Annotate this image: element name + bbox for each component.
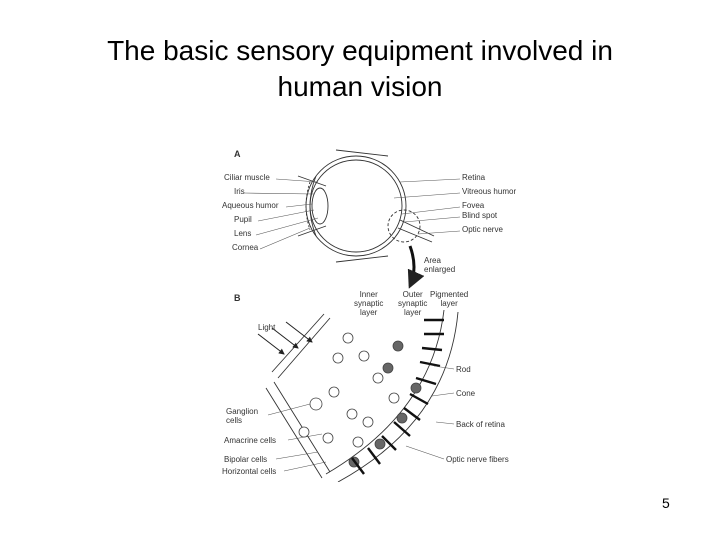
label-optic-nerve-fibers: Optic nerve fibers [446, 455, 509, 464]
label-optic-nerve: Optic nerve [462, 225, 503, 234]
label-aqueous-humor: Aqueous humor [222, 201, 279, 210]
title-line-2: human vision [277, 71, 443, 102]
title-line-1: The basic sensory equipment involved in [107, 35, 613, 66]
outer-layer-line-3: layer [404, 308, 422, 317]
label-cone: Cone [456, 389, 476, 398]
inner-layer-line-2: synaptic [354, 299, 384, 308]
label-vitreous-humor: Vitreous humor [462, 187, 517, 196]
label-outer-synaptic-layer: Outer synaptic layer [398, 290, 427, 317]
label-blind-spot: Blind spot [462, 211, 498, 220]
label-ganglion-cells: Ganglion cells [226, 407, 258, 425]
retina-cells [298, 332, 422, 468]
slide-title: The basic sensory equipment involved in … [0, 33, 720, 105]
label-horizontal-cells: Horizontal cells [222, 467, 277, 476]
label-pupil: Pupil [234, 215, 252, 224]
label-amacrine-cells: Amacrine cells [224, 436, 277, 445]
area-enlarged-line-2: enlarged [424, 265, 456, 274]
ganglion-line-2: cells [226, 416, 243, 425]
label-inner-synaptic-layer: Inner synaptic layer [354, 290, 383, 317]
ganglion-line-1: Ganglion [226, 407, 259, 416]
eye-cross-section [297, 149, 435, 263]
pigmented-layer-line-1: Pigmented [430, 290, 469, 299]
label-pigmented-layer: Pigmented layer [430, 290, 468, 308]
inner-layer-line-1: Inner [359, 290, 378, 299]
panel-a-label: A [234, 149, 241, 159]
label-retina: Retina [462, 173, 486, 182]
label-light: Light [258, 323, 276, 332]
label-area-enlarged: Area enlarged [424, 256, 455, 274]
label-cornea: Cornea [232, 243, 259, 252]
label-ciliar-muscle: Ciliar muscle [224, 173, 270, 182]
page-number: 5 [662, 495, 670, 511]
panel-b-label: B [234, 293, 241, 303]
inner-layer-line-3: layer [360, 308, 378, 317]
label-back-of-retina: Back of retina [456, 420, 505, 429]
enlarge-arrow [407, 245, 425, 289]
retina-section [265, 309, 459, 482]
area-enlarged-line-1: Area [424, 256, 441, 265]
outer-layer-line-1: Outer [402, 290, 423, 299]
label-lens: Lens [234, 229, 252, 238]
label-bipolar-cells: Bipolar cells [224, 455, 268, 464]
leader-lines-b [267, 365, 455, 472]
pigmented-layer-line-2: layer [440, 299, 458, 308]
light-arrows [257, 321, 313, 355]
label-fovea: Fovea [462, 201, 485, 210]
label-rod: Rod [456, 365, 471, 374]
leader-lines-a [243, 178, 461, 250]
photoreceptors [351, 318, 444, 475]
outer-layer-line-2: synaptic [398, 299, 428, 308]
label-iris: Iris [234, 187, 245, 196]
eye-illustration [243, 149, 461, 482]
eye-diagram: A Ciliar muscle Iris Aqueous humor Pupil… [218, 142, 516, 482]
